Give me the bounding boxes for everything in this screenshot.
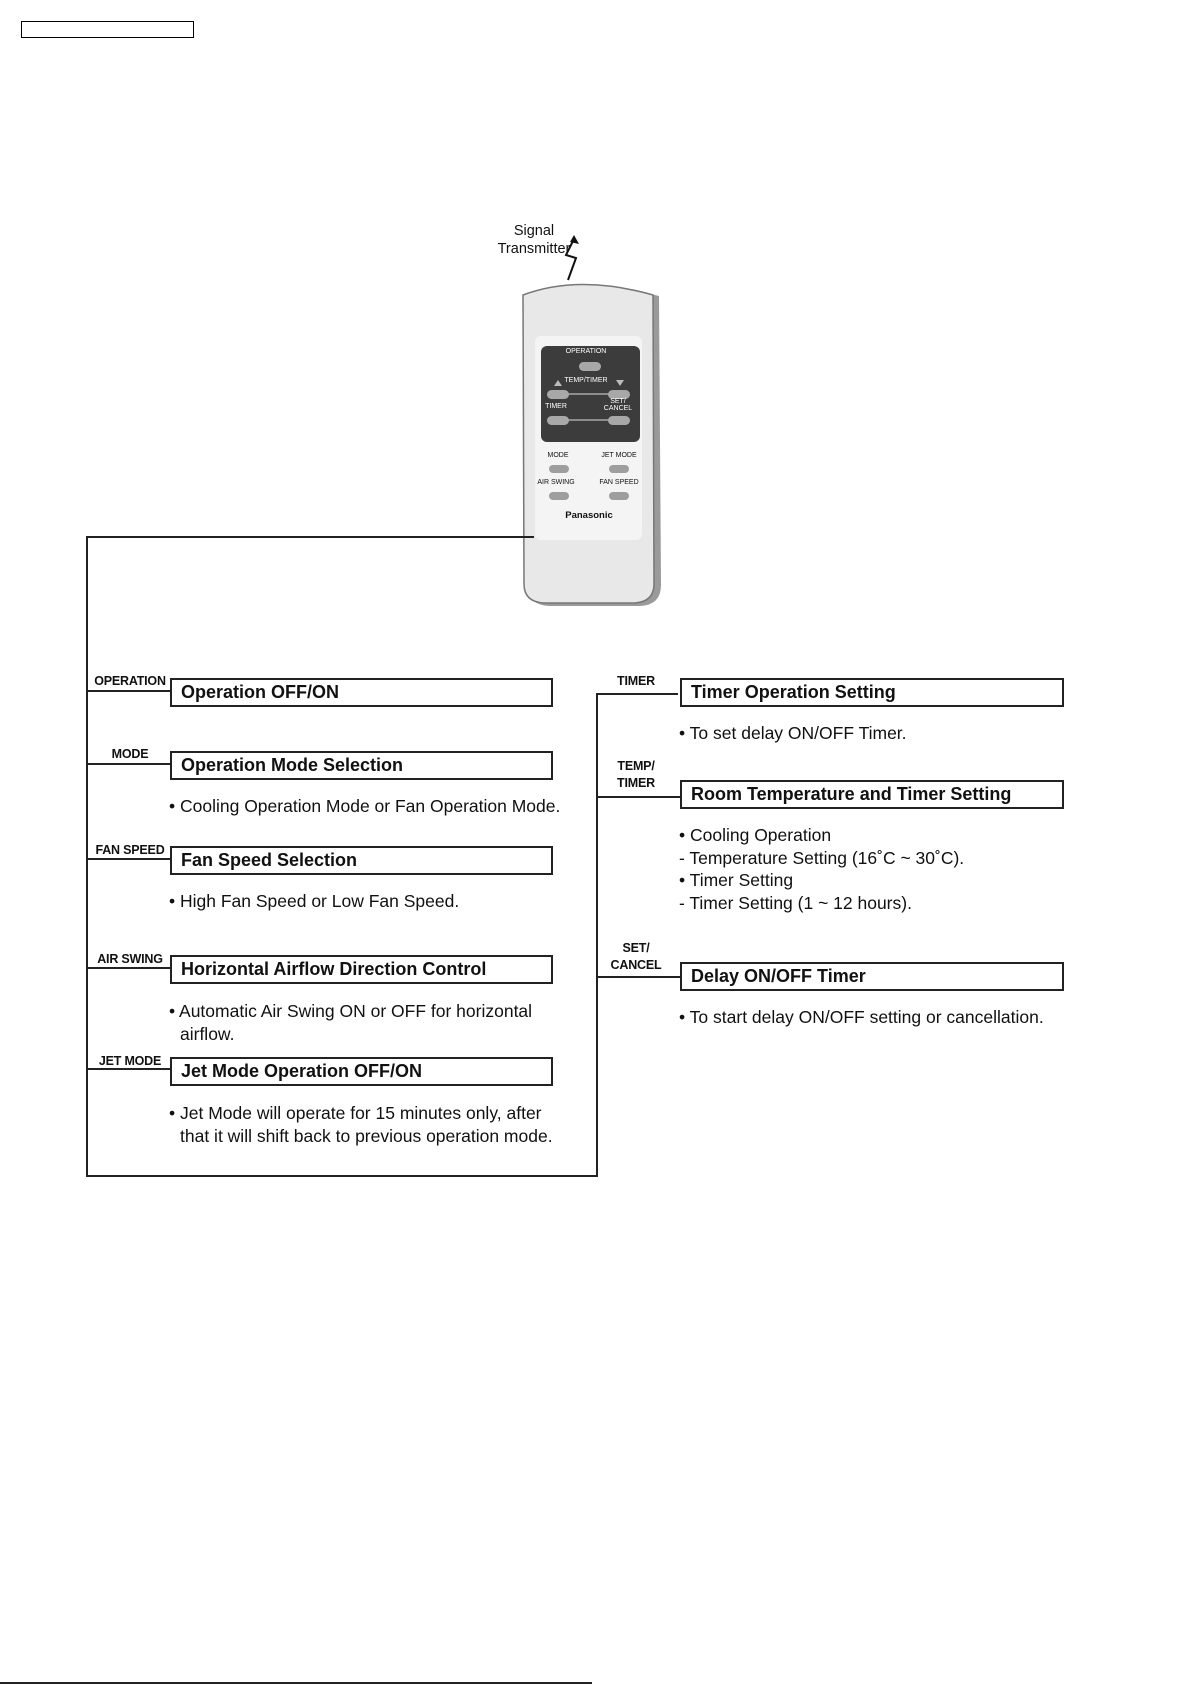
temp-down-button[interactable] <box>547 390 569 399</box>
set-cancel-button[interactable] <box>608 416 630 425</box>
desc-line: • Jet Mode will operate for 15 minutes o… <box>169 1103 542 1123</box>
right-key-set-cancel-line1: SET/ <box>622 941 650 955</box>
left-title-mode: Operation Mode Selection <box>170 751 553 780</box>
left-key-operation: OPERATION <box>94 674 166 688</box>
timer-button[interactable] <box>547 416 569 425</box>
left-title-fan-speed: Fan Speed Selection <box>170 846 553 875</box>
right-title-temp-timer: Room Temperature and Timer Setting <box>680 780 1064 809</box>
remote-label-jet-mode: JET MODE <box>601 452 637 459</box>
right-desc-temp-timer: • Cooling Operation - Temperature Settin… <box>679 824 1099 914</box>
desc-line: • To set delay ON/OFF Timer. <box>679 723 907 743</box>
desc-line: - Temperature Setting (16˚C ~ 30˚C). <box>679 847 965 868</box>
air-swing-button[interactable] <box>549 492 569 500</box>
left-title-air-swing: Horizontal Airflow Direction Control <box>170 955 553 984</box>
right-key-set-cancel-line2: CANCEL <box>610 958 662 972</box>
signal-transmitter-label: Signal Transmitter <box>474 222 594 258</box>
temp-down-icon <box>616 380 624 386</box>
left-desc-fan-speed: • High Fan Speed or Low Fan Speed. <box>169 890 589 913</box>
signal-label-line2: Transmitter <box>497 241 571 257</box>
desc-line: • Automatic Air Swing ON or OFF for hori… <box>169 1001 533 1021</box>
main-connector-frame <box>86 536 678 1177</box>
bottom-rule <box>0 1682 592 1684</box>
left-key-fan-speed: FAN SPEED <box>95 843 165 857</box>
left-key-mode: MODE <box>111 747 149 761</box>
left-title-operation: Operation OFF/ON <box>170 678 553 707</box>
left-desc-mode: • Cooling Operation Mode or Fan Operatio… <box>169 795 589 818</box>
remote-label-temp-timer: TEMP/TIMER <box>564 377 608 384</box>
right-key-set-cancel: SET/ CANCEL <box>606 940 666 974</box>
right-desc-timer: • To set delay ON/OFF Timer. <box>679 722 1099 745</box>
left-key-jet-mode: JET MODE <box>98 1054 162 1068</box>
desc-line: • High Fan Speed or Low Fan Speed. <box>169 891 460 911</box>
temp-up-icon <box>554 380 562 386</box>
right-key-temp-timer: TEMP/ TIMER <box>606 758 666 792</box>
signal-label-line1: Signal <box>513 223 555 239</box>
remote-label-mode: MODE <box>547 452 569 459</box>
desc-line: airflow. <box>180 1023 235 1044</box>
right-key-temp-timer-line1: TEMP/ <box>617 759 655 773</box>
remote-label-cancel: CANCEL <box>603 405 633 412</box>
desc-line: that it will shift back to previous oper… <box>180 1125 553 1146</box>
remote-label-operation: OPERATION <box>565 348 607 355</box>
remote-label-timer: TIMER <box>545 403 567 410</box>
desc-line: • Cooling Operation Mode or Fan Operatio… <box>169 796 561 816</box>
left-desc-jet-mode: • Jet Mode will operate for 15 minutes o… <box>169 1102 589 1147</box>
desc-line: • Timer Setting <box>679 870 794 890</box>
header-box <box>21 21 194 38</box>
remote-label-fan-speed: FAN SPEED <box>599 479 639 486</box>
right-key-timer-line1: TIMER <box>617 674 655 688</box>
signal-zigzag-icon <box>564 238 578 281</box>
operation-button[interactable] <box>579 362 601 371</box>
mode-button[interactable] <box>549 465 569 473</box>
fan-speed-button[interactable] <box>609 492 629 500</box>
left-title-jet-mode: Jet Mode Operation OFF/ON <box>170 1057 553 1086</box>
temp-up-button[interactable] <box>608 390 630 399</box>
left-key-air-swing: AIR SWING <box>97 952 163 966</box>
remote-label-set: SET/ <box>610 398 626 405</box>
right-key-temp-timer-line2: TIMER <box>617 776 655 790</box>
right-title-set-cancel: Delay ON/OFF Timer <box>680 962 1064 991</box>
right-key-timer: TIMER <box>606 673 666 690</box>
right-desc-set-cancel: • To start delay ON/OFF setting or cance… <box>679 1006 1099 1029</box>
desc-line: • To start delay ON/OFF setting or cance… <box>679 1007 1044 1027</box>
remote-label-air-swing: AIR SWING <box>537 479 575 486</box>
desc-line: • Cooling Operation <box>679 825 832 845</box>
left-desc-air-swing: • Automatic Air Swing ON or OFF for hori… <box>169 1000 589 1045</box>
remote-brand-logo: Panasonic <box>565 510 613 521</box>
jet-mode-button[interactable] <box>609 465 629 473</box>
desc-line: - Timer Setting (1 ~ 12 hours). <box>679 892 912 913</box>
right-title-timer: Timer Operation Setting <box>680 678 1064 707</box>
signal-arrowhead-icon <box>570 235 579 244</box>
